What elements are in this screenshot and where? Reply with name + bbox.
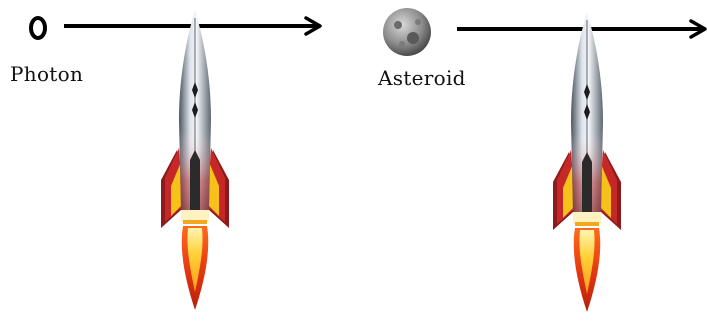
asteroid-icon bbox=[383, 8, 431, 56]
photon-ring-icon bbox=[31, 18, 45, 38]
asteroid-label: Asteroid bbox=[378, 66, 466, 90]
photon-label: Photon bbox=[10, 62, 83, 86]
left-rocket-icon bbox=[161, 10, 229, 310]
right-rocket-icon bbox=[553, 12, 621, 312]
